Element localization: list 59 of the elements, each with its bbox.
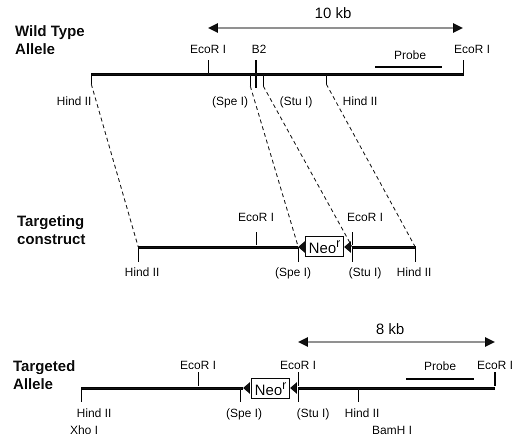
site-label: Hind II bbox=[342, 95, 378, 109]
site-label: EcoR I bbox=[190, 43, 226, 57]
site-label: EcoR I bbox=[238, 211, 274, 225]
size-label: 8 kb bbox=[376, 321, 404, 338]
row-heading: Wild Type Allele bbox=[15, 23, 86, 59]
site-tick bbox=[358, 388, 359, 402]
site-label: B2 bbox=[252, 43, 266, 57]
row-heading: Targeting construct bbox=[17, 213, 86, 249]
site-tick bbox=[90, 75, 92, 84]
site-label: (Spe I) bbox=[226, 407, 262, 421]
gene-box: Neo$^{r}$ bbox=[305, 236, 344, 257]
site-label: EcoR I bbox=[180, 359, 216, 373]
site-tick bbox=[298, 247, 299, 262]
triangle-marker bbox=[298, 241, 305, 253]
size-label: 10 kb bbox=[314, 5, 352, 22]
site-tick bbox=[256, 232, 257, 245]
gene-box: Neo$^{r}$ bbox=[251, 378, 290, 399]
site-tick bbox=[298, 388, 299, 402]
site-label: (Spe I) bbox=[275, 266, 311, 280]
site-label: (Stu I) bbox=[280, 95, 312, 109]
row-heading: Targeted Allele bbox=[13, 358, 76, 394]
site-label: Hind II bbox=[124, 266, 160, 280]
site-label: Xho I bbox=[70, 424, 98, 438]
site-label: EcoR I bbox=[477, 359, 513, 373]
site-label: EcoR I bbox=[280, 359, 316, 373]
site-label: BamH I bbox=[372, 424, 412, 438]
site-label: EcoR I bbox=[454, 43, 490, 57]
triangle-marker bbox=[243, 382, 250, 394]
site-tick bbox=[80, 388, 82, 402]
site-label: Hind II bbox=[344, 407, 380, 421]
site-tick bbox=[298, 372, 299, 386]
site-tick bbox=[262, 75, 264, 86]
site-label: Hind II bbox=[396, 266, 432, 280]
site-label: (Spe I) bbox=[212, 95, 248, 109]
site-tick bbox=[352, 247, 353, 262]
dashed-connector bbox=[90, 84, 139, 248]
dashed-connector bbox=[262, 86, 353, 248]
site-tick bbox=[326, 75, 327, 84]
site-label: Hind II bbox=[76, 407, 112, 421]
site-tick bbox=[494, 372, 496, 386]
site-label: Probe bbox=[424, 360, 456, 374]
site-tick bbox=[414, 247, 416, 262]
site-tick bbox=[255, 60, 257, 88]
triangle-marker bbox=[344, 241, 351, 253]
site-tick bbox=[240, 388, 241, 402]
dna-strand bbox=[91, 72, 464, 76]
site-label: (Stu I) bbox=[296, 407, 330, 421]
site-tick bbox=[208, 60, 209, 73]
site-tick bbox=[138, 247, 139, 262]
dashed-connector bbox=[326, 84, 416, 248]
site-tick bbox=[250, 75, 251, 86]
triangle-marker bbox=[290, 382, 297, 394]
site-tick bbox=[198, 372, 199, 386]
site-label: Probe bbox=[394, 49, 426, 63]
site-tick bbox=[462, 60, 464, 73]
site-label: Hind II bbox=[56, 95, 92, 109]
site-tick bbox=[352, 232, 353, 245]
site-label: (Stu I) bbox=[348, 266, 382, 280]
site-label: EcoR I bbox=[347, 211, 383, 225]
